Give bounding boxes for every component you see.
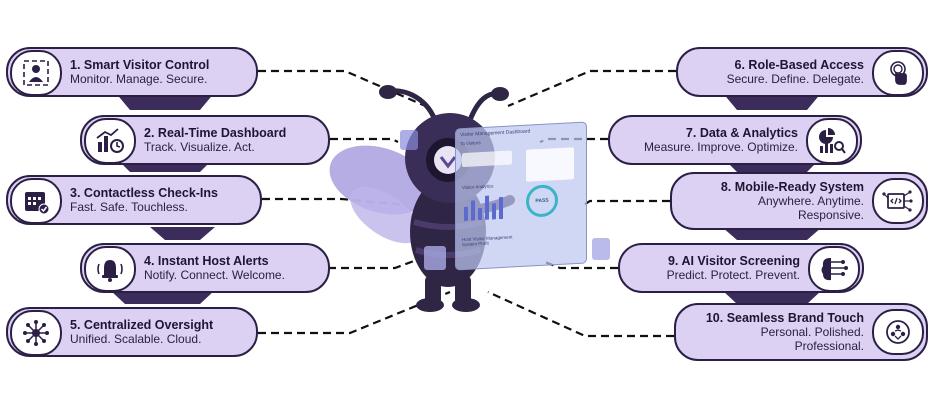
feature-2-tagline: Track. Visualize. Act. [144,140,255,154]
network-hub-icon [10,310,62,356]
feature-7-data-analytics: 7. Data & Analytics Measure. Improve. Op… [608,115,862,165]
hologram-footer: Host Visitor Management System Profit [462,234,513,248]
connector-5 [258,290,451,335]
dashboard-hologram: Visitor Management Dashboard Ta Visitors… [455,121,587,271]
feature-9-title: AI Visitor Screening [681,254,800,268]
feature-7-title: Data & Analytics [699,126,798,140]
connector-6 [507,69,676,108]
analytics-icon [806,118,858,164]
feature-3-contactless-check-ins: 3. Contactless Check-Ins Fast. Safe. Tou… [6,175,262,225]
devices-icon [872,178,924,224]
feature-5-title: Centralized Oversight [83,318,214,332]
feature-10-tagline-2: Professional. [794,339,864,353]
hologram-pass-badge: PASS [526,184,558,218]
feature-9-ai-visitor-screening: 9. AI Visitor Screening Predict. Protect… [618,243,864,293]
feature-3-title: Contactless Check-Ins [83,186,218,200]
right-ribbon-4 [722,290,822,304]
hologram-bar-chart [464,195,503,221]
feature-3-tagline: Fast. Safe. Touchless. [70,200,188,214]
feature-5-tagline: Unified. Scalable. Cloud. [70,332,202,346]
feature-1-title: Smart Visitor Control [83,58,210,72]
feature-8-tagline-2: Responsive. [797,208,864,222]
connector-2 [330,137,399,143]
calendar-check-icon [10,178,62,224]
bell-icon [84,246,136,292]
feature-4-instant-host-alerts: 4. Instant Host Alerts Notify. Connect. … [80,243,330,293]
feature-7-tagline: Measure. Improve. Optimize. [643,140,798,154]
bee-left-lower-wing [350,186,420,244]
brand-people-icon [872,309,924,355]
feature-2-title: Real-Time Dashboard [157,126,287,140]
feature-1-smart-visitor-control: 1. Smart Visitor Control Monitor. Manage… [6,47,258,97]
feature-8-title: Mobile-Ready System [734,180,864,194]
floating-card-shield [592,238,610,260]
visitor-badge-icon [10,50,62,96]
feature-6-role-based-access: 6. Role-Based Access Secure. Define. Del… [676,47,928,97]
feature-1-tagline: Monitor. Manage. Secure. [70,72,208,86]
left-ribbon-3 [150,227,215,240]
connector-4 [328,256,423,270]
connector-10 [487,290,674,338]
feature-9-tagline: Predict. Protect. Prevent. [666,268,800,282]
feature-2-real-time-dashboard: 2. Real-Time Dashboard Track. Visualize.… [80,115,330,165]
feature-8-tagline-1: Anywhere. Anytime. [757,194,864,208]
feature-4-tagline: Notify. Connect. Welcome. [144,268,285,282]
connector-1 [258,69,431,110]
dashboard-chart-icon [84,118,136,164]
floating-card-id [424,246,446,270]
floating-card-fingerprint [400,130,418,150]
fingerprint-touch-icon [872,50,924,96]
ai-brain-icon [808,246,860,292]
right-ribbon-3 [722,227,822,240]
connector-8 [581,199,670,207]
feature-6-title: Role-Based Access [748,58,864,72]
feature-5-centralized-oversight: 5. Centralized Oversight Unified. Scalab… [6,307,258,357]
feature-4-title: Instant Host Alerts [157,254,269,268]
left-ribbon-4 [110,290,215,304]
feature-10-seamless-brand-touch: 10. Seamless Brand Touch Personal. Polis… [674,303,928,361]
feature-10-title: Seamless Brand Touch [726,311,864,325]
feature-8-mobile-ready-system: 8. Mobile-Ready System Anywhere. Anytime… [670,172,928,230]
feature-6-tagline: Secure. Define. Delegate. [726,72,864,86]
feature-10-tagline-1: Personal. Polished. [760,325,864,339]
hologram-analytics-label: Visitor Analytics [462,183,494,191]
